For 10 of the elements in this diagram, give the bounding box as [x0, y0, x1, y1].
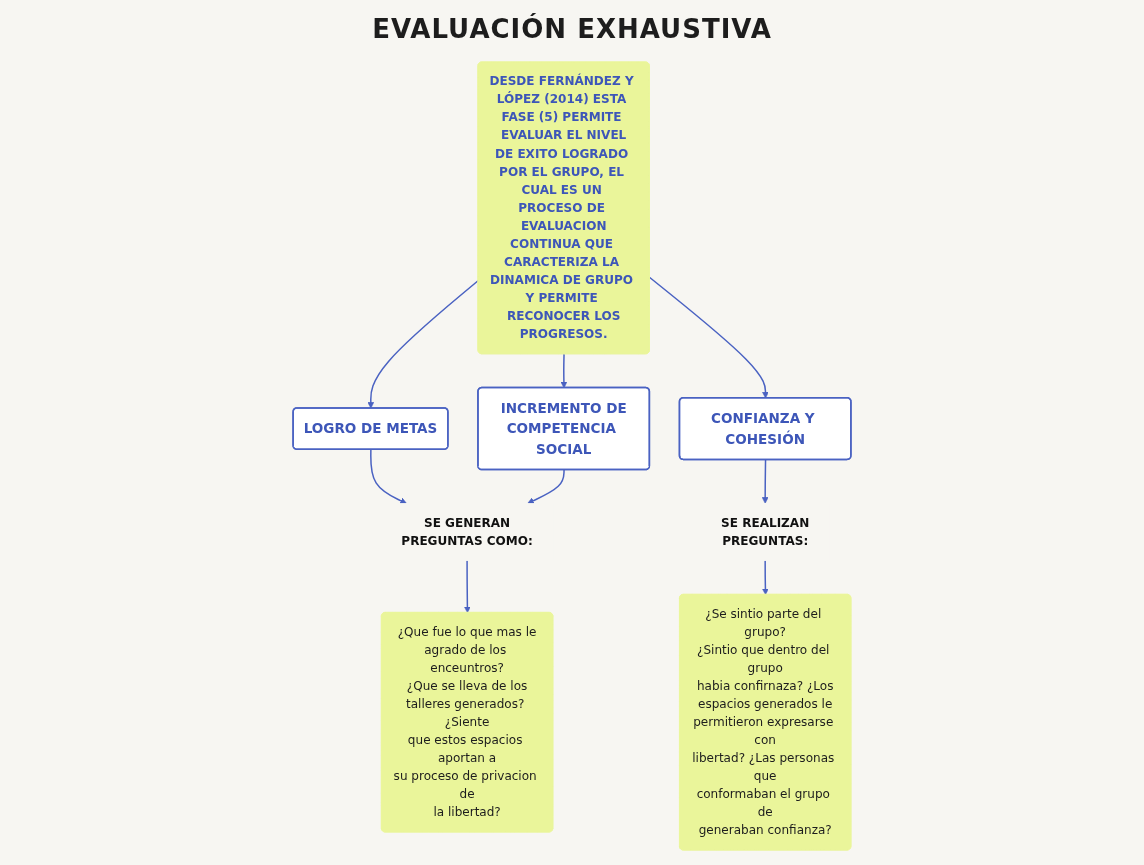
arrow	[560, 353, 568, 389]
arrow	[464, 559, 471, 614]
arrow	[761, 459, 769, 504]
node-text: SE GENERAN PREGUNTAS COMO:	[401, 515, 533, 548]
arrow	[762, 559, 769, 595]
arrow	[649, 276, 769, 399]
arrow	[370, 448, 407, 504]
arrow	[527, 469, 565, 504]
node-text: SE REALIZAN PREGUNTAS:	[721, 515, 810, 548]
diagram-title: EVALUACIÓN EXHAUSTIVA	[371, 14, 773, 44]
